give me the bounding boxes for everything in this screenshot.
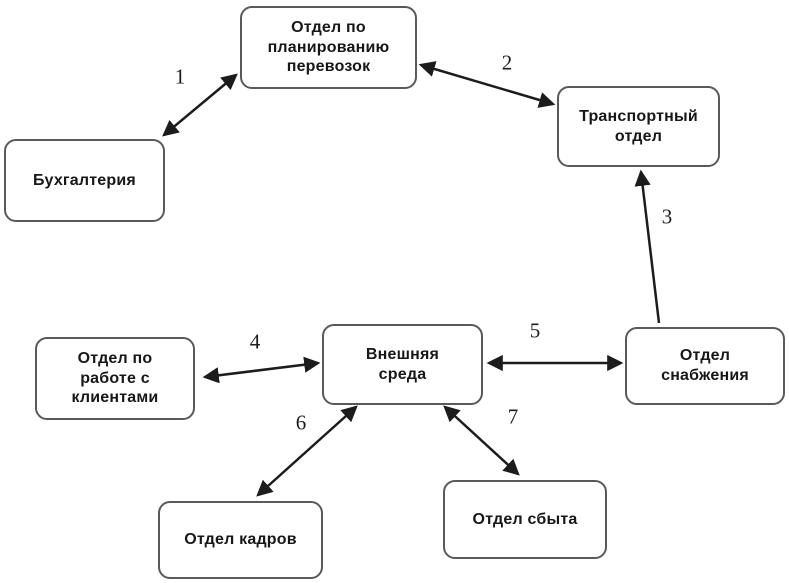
- node-transport-department: Транспортный отдел: [557, 86, 720, 167]
- node-supply-label: Отдел снабжения: [661, 347, 749, 384]
- node-hr-label: Отдел кадров: [184, 531, 297, 549]
- edge-4-number: 4: [249, 329, 261, 354]
- edge-7-environment-sales: [443, 405, 520, 476]
- node-external-environment-label: Внешняя среда: [365, 345, 440, 383]
- edge-2-number: 2: [501, 50, 513, 75]
- edge-2-planning-transport: [418, 61, 556, 108]
- node-hr-department: Отдел кадров: [158, 501, 323, 579]
- node-client-relations-label: Отдел по работе с клиентами: [71, 350, 159, 407]
- node-transport-label: Транспортный отдел: [579, 107, 698, 145]
- edge-3-number: 3: [661, 204, 673, 229]
- edge-6-environment-hr: [256, 405, 358, 497]
- node-sales-department: Отдел сбыта: [443, 480, 607, 559]
- edge-6-number: 6: [295, 410, 307, 435]
- node-sales-label: Отдел сбыта: [472, 510, 578, 528]
- node-transport-planning-label: Отдел по планированию перевозок: [267, 19, 390, 76]
- edge-1-number: 1: [174, 64, 186, 89]
- node-accounting-label: Бухгалтерия: [33, 171, 136, 189]
- node-client-relations-department: Отдел по работе с клиентами: [35, 337, 195, 420]
- node-supply-department: Отдел снабжения: [625, 327, 785, 405]
- edge-3-supply-transport: [634, 169, 661, 324]
- edge-7-number: 7: [507, 404, 519, 429]
- edge-1-accounting-planning: [162, 73, 238, 137]
- node-accounting-department: Бухгалтерия: [4, 139, 165, 222]
- edge-5-number: 5: [529, 318, 541, 343]
- node-external-environment: Внешняя среда: [322, 324, 483, 405]
- edge-4-clients-environment: [202, 356, 321, 384]
- node-transport-planning-department: Отдел по планированию перевозок: [240, 6, 417, 89]
